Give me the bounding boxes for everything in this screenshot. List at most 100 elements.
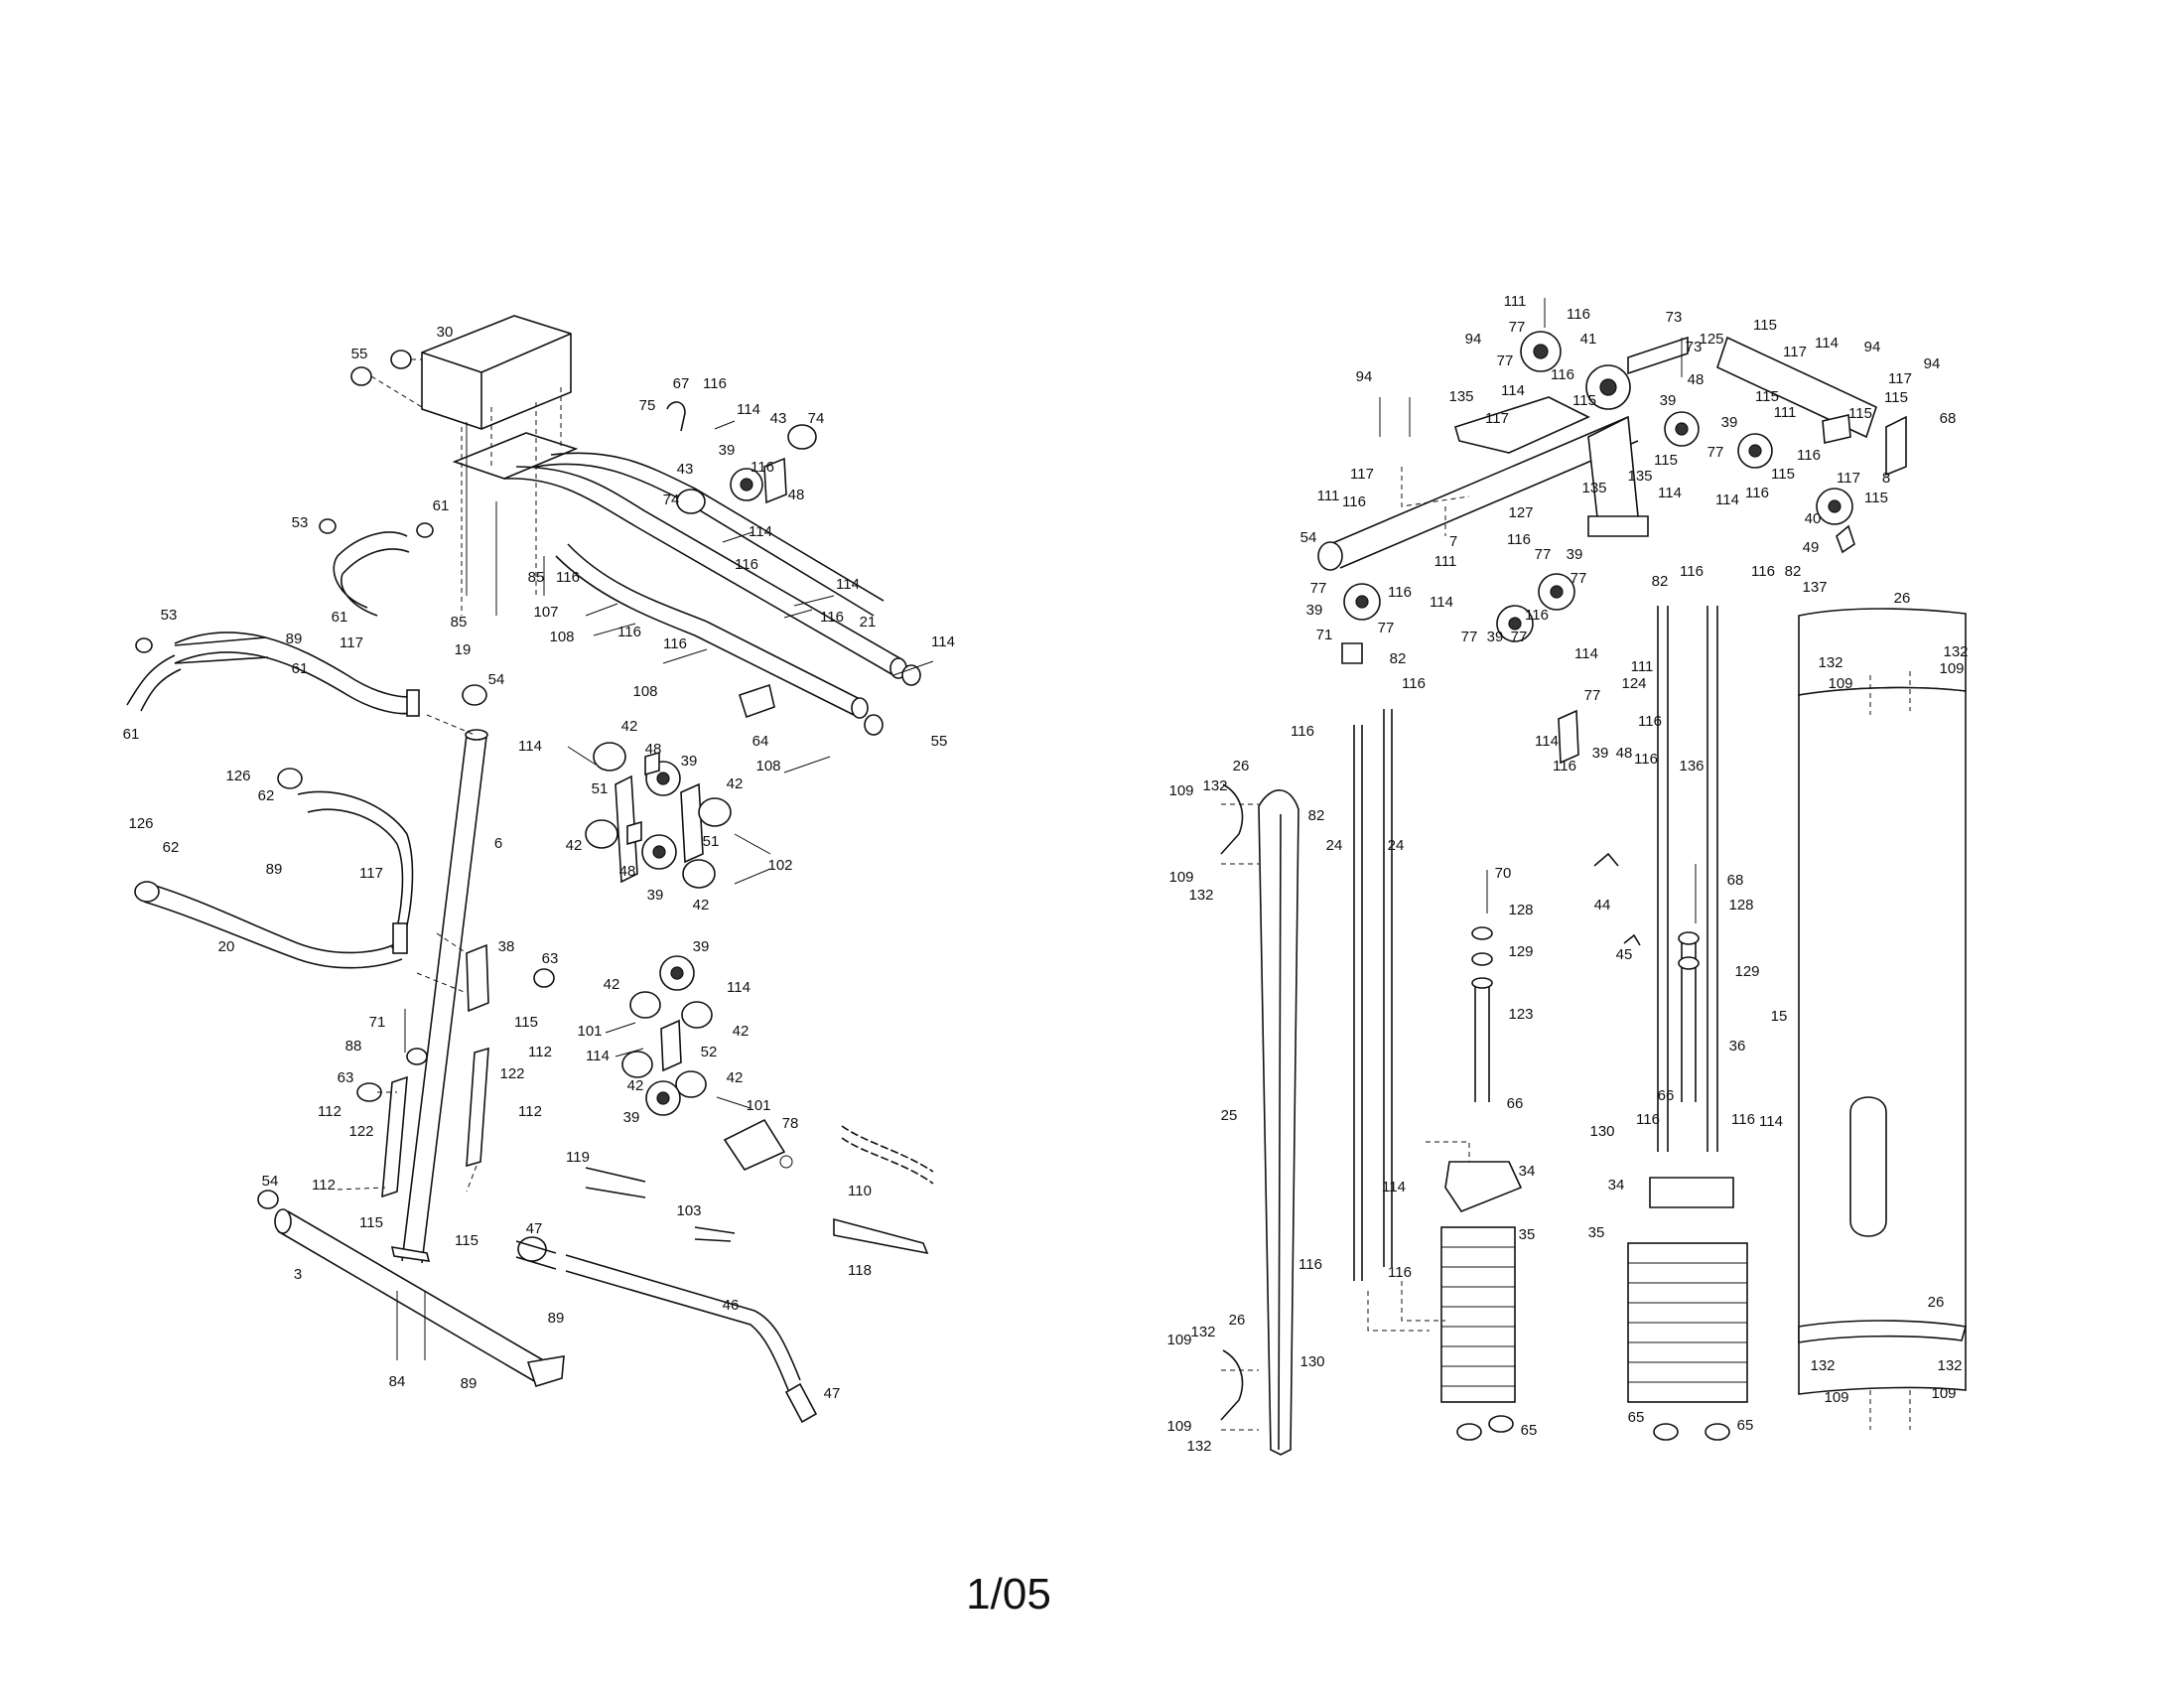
part-callout: 130 [1299,1353,1324,1370]
part-callout: 132 [1186,1438,1211,1455]
part-callout: 77 [1535,546,1552,563]
part-callout: 3 [294,1266,302,1283]
part-callout: 39 [1660,392,1677,409]
part-callout: 77 [1497,352,1514,369]
page-number: 1/05 [966,1570,1051,1619]
part-callout: 26 [1894,590,1911,607]
bracket [738,683,775,719]
top-pulleys [1520,331,1700,447]
part-callout: 116 [1567,306,1590,323]
part-callout: 111 [1434,553,1457,570]
part-callout: 88 [345,1038,362,1055]
part-callout: 126 [128,815,153,832]
base-tube [257,1190,565,1387]
part-callout: 115 [455,1232,478,1249]
part-callout: 114 [1430,594,1453,611]
end-cap [864,714,884,736]
part-callout: 116 [1636,1111,1660,1128]
part-callout: 119 [566,1149,590,1166]
part-callout: 41 [1580,331,1597,348]
part-callout: 24 [1326,837,1343,854]
part-callout: 74 [663,492,680,508]
weight-stack-right [1627,1177,1748,1441]
part-callout: 114 [586,1048,610,1064]
part-callout: 39 [623,1109,640,1126]
part-callout: 78 [782,1115,799,1132]
part-callout: 73 [1686,339,1703,355]
part-callout: 103 [676,1202,701,1219]
part-callout: 115 [1753,317,1777,334]
part-callout: 132 [1188,887,1213,904]
part-callout: 39 [693,938,710,955]
selector-rod [1471,926,1493,1102]
part-callout: 36 [1729,1038,1746,1055]
part-callout: 116 [1388,1264,1412,1281]
part-callout: 116 [1402,675,1426,692]
part-callout: 26 [1233,758,1250,774]
part-callout: 135 [1448,388,1473,405]
part-callout: 85 [528,569,545,586]
part-callout: 132 [1202,777,1227,794]
part-callout: 114 [1715,492,1739,508]
part-callout: 65 [1628,1409,1645,1426]
hook [1593,852,1641,946]
part-callout: 116 [1638,713,1662,730]
part-callout: 116 [663,635,687,652]
part-callout: 39 [681,753,698,770]
part-callout: 30 [437,324,454,341]
upper-pulley-set [666,401,817,514]
upper-arm-tube [126,531,420,717]
part-callout: 115 [1864,490,1888,506]
part-callout: 26 [1928,1294,1945,1311]
part-callout: 26 [1229,1312,1246,1329]
part-callout: 48 [1616,745,1633,762]
part-callout: 77 [1570,570,1587,587]
part-callout: 44 [1594,897,1611,914]
part-callout: 115 [1572,392,1596,409]
part-callout: 132 [1190,1324,1215,1340]
part-callout: 128 [1728,897,1753,914]
seat-pad [421,315,572,430]
part-callout: 42 [733,1023,750,1040]
guide-rods [1353,606,1718,1281]
part-callout: 71 [1316,627,1333,643]
part-callout: 75 [639,397,656,414]
part-callout: 73 [1666,309,1683,326]
part-callout: 109 [1168,782,1193,799]
part-callout: 48 [619,863,636,880]
part-callout: 115 [1771,466,1795,483]
end-cap [390,350,412,369]
part-callout: 129 [1508,943,1533,960]
part-callout: 42 [604,976,620,993]
part-callout: 82 [1390,650,1407,667]
part-callout: 116 [1507,531,1531,548]
part-callout: 63 [338,1069,354,1086]
part-callout: 109 [1166,1418,1191,1435]
bracket [466,943,489,1013]
middle-pulley-set [567,742,771,889]
part-callout: 116 [1797,447,1821,464]
part-callout: 48 [788,487,805,503]
part-callout: 115 [514,1014,538,1031]
part-callout: 39 [719,442,736,459]
part-callout: 34 [1519,1163,1536,1180]
strap-handle [723,1118,793,1172]
part-callout: 20 [218,938,235,955]
part-callout: 117 [1837,470,1860,487]
part-callout: 116 [1291,723,1314,740]
part-callout: 112 [528,1044,552,1060]
part-callout: 15 [1771,1008,1788,1025]
bracket [381,1075,408,1198]
part-callout: 114 [727,979,751,996]
part-callout: 39 [1592,745,1609,762]
part-callout: 7 [1449,533,1457,550]
part-callout: 61 [332,609,348,626]
part-callout: 40 [1805,510,1822,527]
part-callout: 64 [752,733,769,750]
part-callout: 116 [1342,493,1366,510]
part-callout: 39 [647,887,664,904]
selector-rod [1678,931,1700,1102]
end-cap [533,968,555,988]
